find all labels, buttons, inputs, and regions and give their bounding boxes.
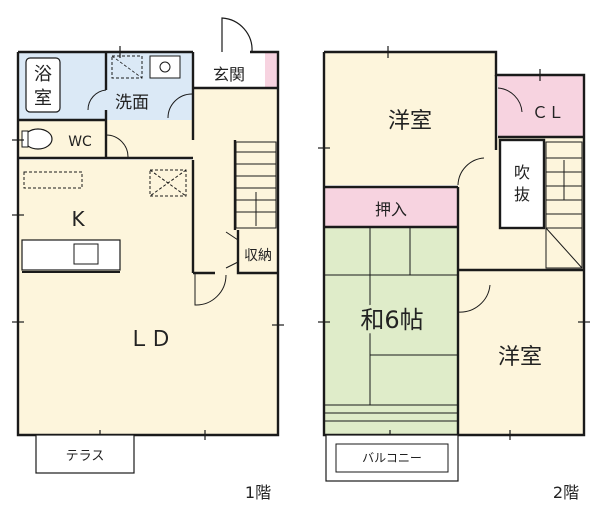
- closet-label: ＣＬ: [532, 103, 564, 122]
- room-1-door-icon: [457, 157, 485, 186]
- entrance-label: 玄関: [213, 65, 245, 84]
- western-room-2-floor: [458, 270, 584, 435]
- entrance-floor: [193, 52, 265, 88]
- entrance-door-icon: [221, 17, 253, 53]
- living-dining-label: ＬＤ: [128, 327, 172, 352]
- oshiire-floor: [324, 187, 458, 227]
- western-room-1-label: 洋室: [388, 109, 432, 134]
- ld-door-icon: [194, 273, 227, 306]
- bath-label-top: 浴: [34, 64, 52, 85]
- washroom-label: 洗面: [115, 93, 149, 113]
- tatami-lines: [324, 227, 458, 422]
- bath-label-bottom: 室: [34, 88, 52, 109]
- kitchen-cabinets-icon: [23, 169, 187, 197]
- balcony-label: バルコニー: [362, 451, 422, 465]
- sink-icon: [149, 55, 181, 79]
- bathtub-icon: [25, 57, 61, 113]
- terrace-label: テラス: [66, 449, 105, 464]
- japanese-room-door-icon: [457, 284, 491, 313]
- storage-label: 収納: [244, 248, 272, 264]
- void-area: [500, 140, 544, 228]
- floor-2-label: 2階: [553, 483, 579, 502]
- corridor-floor: [106, 120, 193, 158]
- floor-2-plan: [318, 46, 590, 482]
- western-room-2-label: 洋室: [498, 345, 542, 370]
- bath-door-icon: [87, 89, 107, 111]
- oshiire-label: 押入: [375, 200, 407, 219]
- void-label-bottom: 抜: [514, 185, 530, 204]
- stairs-2-icon: [545, 141, 583, 269]
- japanese-room-floor: [324, 227, 458, 435]
- japanese-room-label: 和6帖: [360, 306, 423, 334]
- toilet-icon: [21, 128, 53, 150]
- floor-1-plan: [12, 17, 284, 474]
- kitchen-sink-icon: [73, 243, 99, 265]
- closet-door-icon: [497, 87, 523, 113]
- void-label-top: 吹: [514, 163, 530, 182]
- wc-label: WC: [68, 134, 92, 150]
- terrace-area: [35, 434, 135, 474]
- storage-floor: [238, 230, 278, 273]
- stairs-icon: [235, 141, 277, 229]
- washroom-door-icon: [167, 93, 193, 119]
- entrance-accent: [265, 52, 278, 88]
- kitchen-label: K: [71, 207, 85, 231]
- floor-1-label: 1階: [245, 483, 271, 502]
- storage-door-icon: [225, 231, 239, 269]
- wc-door-icon: [105, 134, 129, 159]
- kitchen-counter: [21, 239, 121, 271]
- washing-machine-icon: [111, 55, 143, 79]
- closet-floor: [498, 75, 584, 137]
